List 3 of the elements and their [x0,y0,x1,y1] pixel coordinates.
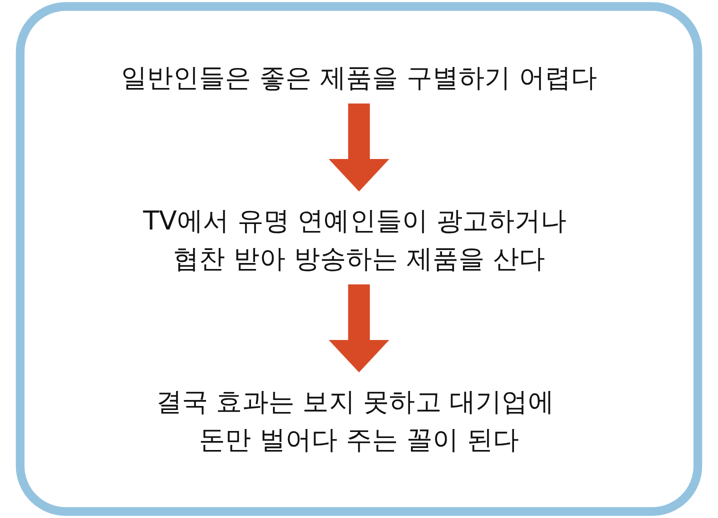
node-text: TV에서 유명 연예인들이 광고하거나 협찬 받아 방송하는 제품을 산다 [143,206,567,274]
node-text: 일반인들은 좋은 제품을 구별하기 어렵다 [120,62,598,93]
node-text: 결국 효과는 보지 못하고 대기업에 돈만 벌어다 주는 꼴이 된다 [156,386,554,455]
